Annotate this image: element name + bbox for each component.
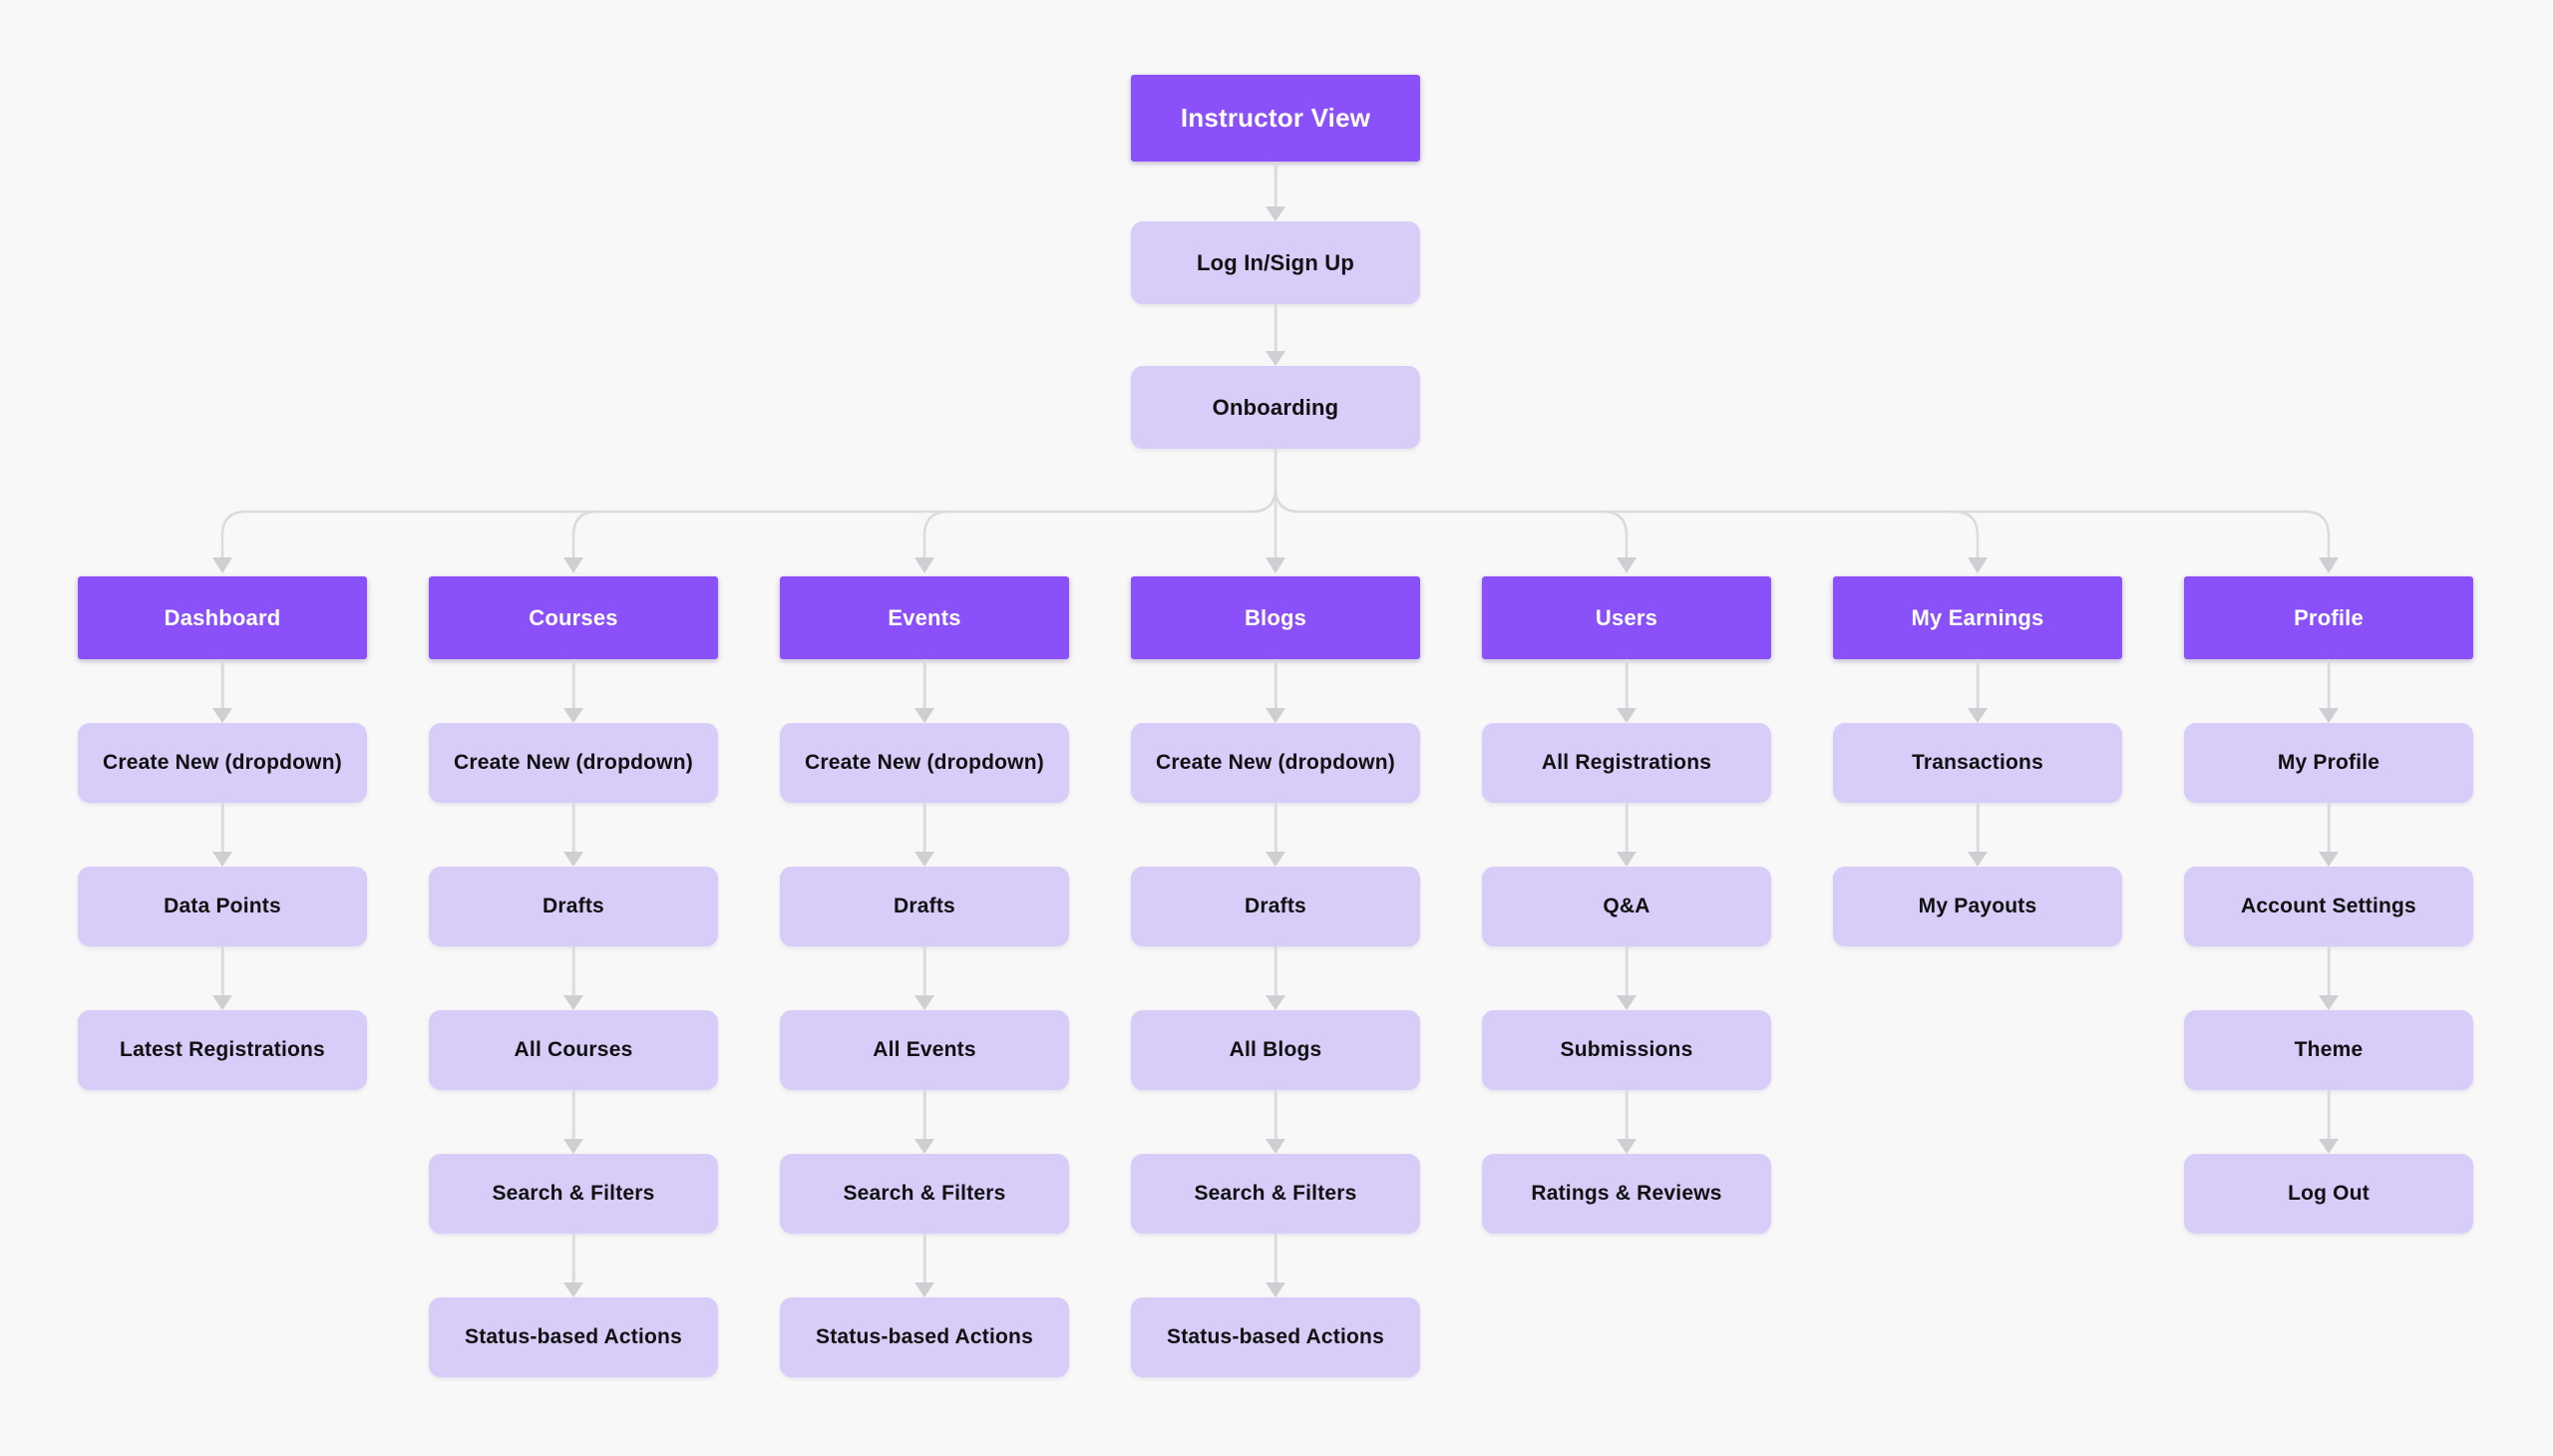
node-users-all-registrations[interactable]: All Registrations [1482, 723, 1771, 803]
node-dashboard-header[interactable]: Dashboard [78, 576, 367, 659]
node-dashboard-latest-registrations[interactable]: Latest Registrations [78, 1010, 367, 1090]
node-blogs-all-blogs[interactable]: All Blogs [1131, 1010, 1420, 1090]
node-users-qa[interactable]: Q&A [1482, 867, 1771, 946]
node-profile-log-out[interactable]: Log Out [2184, 1154, 2473, 1234]
arrow-down-icon [429, 1234, 718, 1297]
arrow-down-icon [780, 946, 1069, 1010]
arrow-down-icon [78, 946, 367, 1010]
entry-flow-chain: Instructor View Log In/Sign Up Onboardin… [1131, 75, 1420, 449]
arrow-down-icon [1833, 659, 2122, 723]
node-courses-create-new[interactable]: Create New (dropdown) [429, 723, 718, 803]
node-earnings-header[interactable]: My Earnings [1833, 576, 2122, 659]
node-events-search-filters[interactable]: Search & Filters [780, 1154, 1069, 1234]
arrow-down-icon [1131, 1090, 1420, 1154]
arrow-down-icon [1833, 803, 2122, 867]
column-dashboard: Dashboard Create New (dropdown) Data Poi… [78, 576, 367, 1090]
node-courses-drafts[interactable]: Drafts [429, 867, 718, 946]
arrow-down-icon [780, 1090, 1069, 1154]
node-courses-all-courses[interactable]: All Courses [429, 1010, 718, 1090]
arrow-down-icon [429, 659, 718, 723]
arrow-down-icon [2184, 659, 2473, 723]
column-blogs: Blogs Create New (dropdown) Drafts All B… [1131, 576, 1420, 1377]
arrow-down-icon [1131, 659, 1420, 723]
arrow-down-icon [2184, 946, 2473, 1010]
node-events-create-new[interactable]: Create New (dropdown) [780, 723, 1069, 803]
column-users: Users All Registrations Q&A Submissions … [1482, 576, 1771, 1234]
arrow-down-icon [1482, 659, 1771, 723]
node-events-all-events[interactable]: All Events [780, 1010, 1069, 1090]
node-courses-search-filters[interactable]: Search & Filters [429, 1154, 718, 1234]
arrow-down-icon [78, 803, 367, 867]
node-users-header[interactable]: Users [1482, 576, 1771, 659]
node-courses-status-actions[interactable]: Status-based Actions [429, 1297, 718, 1377]
node-earnings-my-payouts[interactable]: My Payouts [1833, 867, 2122, 946]
arrow-down-icon [1482, 803, 1771, 867]
node-blogs-header[interactable]: Blogs [1131, 576, 1420, 659]
node-login-signup[interactable]: Log In/Sign Up [1131, 221, 1420, 304]
column-profile: Profile My Profile Account Settings Them… [2184, 576, 2473, 1234]
node-blogs-drafts[interactable]: Drafts [1131, 867, 1420, 946]
arrow-down-icon [429, 803, 718, 867]
node-dashboard-data-points[interactable]: Data Points [78, 867, 367, 946]
arrow-down-icon [1131, 1234, 1420, 1297]
arrow-down-icon [780, 1234, 1069, 1297]
node-profile-header[interactable]: Profile [2184, 576, 2473, 659]
node-events-drafts[interactable]: Drafts [780, 867, 1069, 946]
node-users-submissions[interactable]: Submissions [1482, 1010, 1771, 1090]
node-profile-account-settings[interactable]: Account Settings [2184, 867, 2473, 946]
node-events-status-actions[interactable]: Status-based Actions [780, 1297, 1069, 1377]
node-profile-theme[interactable]: Theme [2184, 1010, 2473, 1090]
column-my-earnings: My Earnings Transactions My Payouts [1833, 576, 2122, 946]
node-blogs-search-filters[interactable]: Search & Filters [1131, 1154, 1420, 1234]
node-events-header[interactable]: Events [780, 576, 1069, 659]
arrow-down-icon [1131, 803, 1420, 867]
node-blogs-status-actions[interactable]: Status-based Actions [1131, 1297, 1420, 1377]
node-courses-header[interactable]: Courses [429, 576, 718, 659]
column-events: Events Create New (dropdown) Drafts All … [780, 576, 1069, 1377]
node-profile-my-profile[interactable]: My Profile [2184, 723, 2473, 803]
arrow-down-icon [2184, 1090, 2473, 1154]
arrow-down-icon [1482, 946, 1771, 1010]
node-earnings-transactions[interactable]: Transactions [1833, 723, 2122, 803]
arrow-down-icon [78, 659, 367, 723]
arrow-down-icon [2184, 803, 2473, 867]
node-instructor-view[interactable]: Instructor View [1131, 75, 1420, 162]
arrow-down-icon [429, 946, 718, 1010]
node-blogs-create-new[interactable]: Create New (dropdown) [1131, 723, 1420, 803]
node-users-ratings-reviews[interactable]: Ratings & Reviews [1482, 1154, 1771, 1234]
node-onboarding[interactable]: Onboarding [1131, 366, 1420, 449]
arrow-down-icon [780, 659, 1069, 723]
arrow-down-icon [780, 803, 1069, 867]
node-dashboard-create-new[interactable]: Create New (dropdown) [78, 723, 367, 803]
arrow-down-icon [1131, 946, 1420, 1010]
arrow-down-icon [1482, 1090, 1771, 1154]
arrow-down-icon [212, 557, 2339, 573]
arrow-down-icon [429, 1090, 718, 1154]
column-courses: Courses Create New (dropdown) Drafts All… [429, 576, 718, 1377]
